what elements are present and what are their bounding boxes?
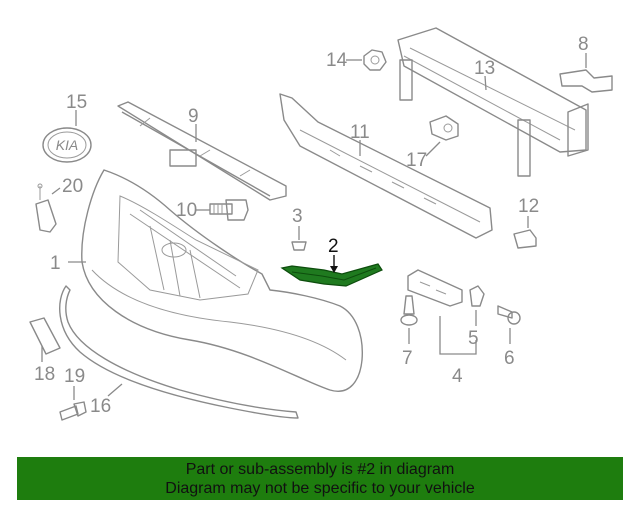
part-1-bumper-cover[interactable] xyxy=(81,169,363,392)
callout-14: 14 xyxy=(326,50,348,71)
callout-3: 3 xyxy=(292,206,303,227)
callout-16: 16 xyxy=(90,396,111,417)
part-7-screw[interactable] xyxy=(400,295,418,326)
part-10-bolt[interactable] xyxy=(209,199,249,221)
part-9-upper-bracket[interactable] xyxy=(117,101,287,201)
part-15-emblem[interactable]: KIA xyxy=(42,127,92,163)
part-6-screw[interactable] xyxy=(497,305,521,325)
callout-13: 13 xyxy=(474,58,495,79)
callout-12: 12 xyxy=(518,196,539,217)
part-18-plate[interactable] xyxy=(29,317,61,355)
emblem-text: KIA xyxy=(56,137,79,153)
callout-2: 2 xyxy=(328,236,339,257)
banner-line-2: Diagram may not be specific to your vehi… xyxy=(165,480,475,497)
part-20-cover[interactable] xyxy=(35,183,57,233)
callout-17: 17 xyxy=(406,150,427,171)
callout-1: 1 xyxy=(50,253,61,274)
part-11-energy-absorber[interactable] xyxy=(279,93,493,239)
part-8-bracket[interactable] xyxy=(559,69,613,93)
callout-5: 5 xyxy=(468,328,479,349)
part-12-block[interactable] xyxy=(513,229,537,249)
callout-9: 9 xyxy=(188,106,199,127)
callout-18: 18 xyxy=(34,364,55,385)
part-3-clip[interactable] xyxy=(291,241,307,251)
part-2-bracket-highlighted[interactable] xyxy=(280,263,383,287)
callout-19: 19 xyxy=(64,366,85,387)
part-14-nut[interactable] xyxy=(363,49,387,71)
callout-10: 10 xyxy=(176,200,197,221)
callout-15: 15 xyxy=(66,92,87,113)
callout-6: 6 xyxy=(504,348,515,369)
part-5-clip[interactable] xyxy=(469,285,485,307)
callout-11: 11 xyxy=(350,122,370,143)
part-13-reinforcement-beam[interactable] xyxy=(397,27,589,177)
part-16-lower-spoiler[interactable] xyxy=(59,285,299,419)
banner-line-1: Part or sub-assembly is #2 in diagram xyxy=(185,461,455,478)
parts-diagram: 13 8 14 17 11 12 9 KIA 15 xyxy=(29,27,613,421)
callout-20: 20 xyxy=(62,176,83,197)
callout-4: 4 xyxy=(452,366,463,387)
part-4-lower-bracket[interactable] xyxy=(407,269,463,307)
callout-7: 7 xyxy=(402,348,413,369)
callout-8: 8 xyxy=(578,34,589,55)
info-banner: Part or sub-assembly is #2 in diagram Di… xyxy=(17,457,623,500)
part-19-bolt[interactable] xyxy=(59,401,87,421)
part-17-clip[interactable] xyxy=(429,115,459,141)
